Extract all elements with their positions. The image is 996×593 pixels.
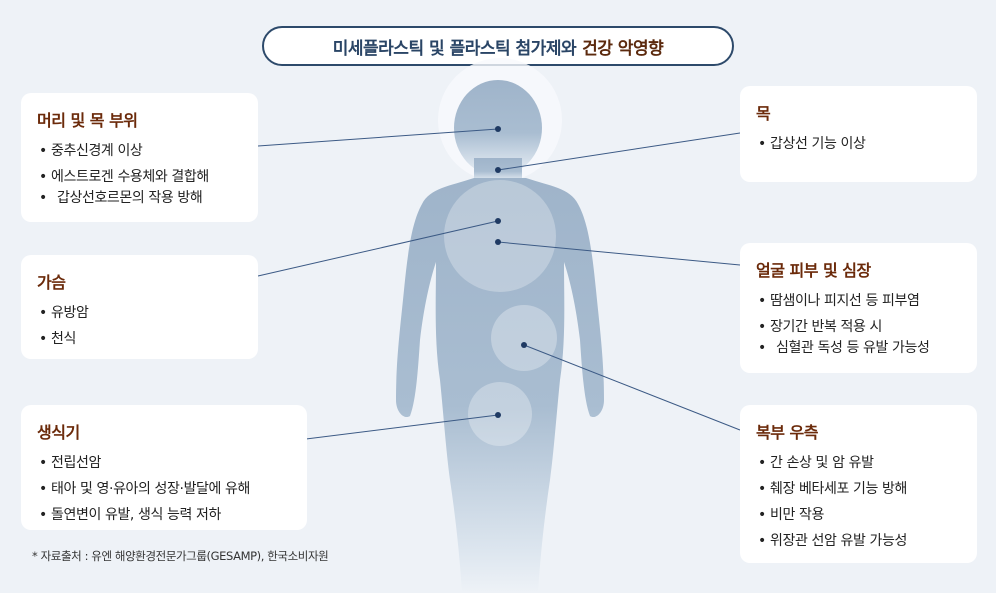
card-abdomen-right: 복부 우측 간 손상 및 암 유발 췌장 베타세포 기능 방해 비만 작용 위장… [740,405,977,563]
card-head-neck: 머리 및 목 부위 중추신경계 이상 에스트로겐 수용체와 결합해 갑상선호르몬… [21,93,258,222]
list-item: 에스트로겐 수용체와 결합해 [37,167,244,188]
line-neck [497,132,741,171]
list-item: 중추신경계 이상 [37,141,244,162]
list-item: 태아 및 영·유아의 성장·발달에 유해 [37,479,293,500]
list-item: 갑상선 기능 이상 [756,134,963,155]
list-item: 천식 [37,329,244,350]
list-item-continued: 심혈관 독성 등 유발 가능성 [756,338,963,359]
card-heading: 목 [756,104,771,123]
title-emphasis: 건강 악영향 [582,38,664,59]
dot-chest [495,218,501,224]
abdomen-highlight [491,305,557,371]
card-heading: 얼굴 피부 및 심장 [756,261,871,280]
card-heading: 생식기 [37,423,80,442]
card-heading: 가슴 [37,273,66,292]
card-chest: 가슴 유방암 천식 [21,255,258,359]
card-heading: 복부 우측 [756,423,818,442]
list-item: 돌연변이 유발, 생식 능력 저하 [37,505,293,526]
line-skin [497,241,741,266]
list-item: 비만 작용 [756,505,963,526]
list-item: 땀샘이나 피지선 등 피부염 [756,291,963,312]
list-item: 유방암 [37,303,244,324]
list-item: 위장관 선암 유발 가능성 [756,531,963,552]
card-neck: 목 갑상선 기능 이상 [740,86,977,182]
line-abdomen [523,344,741,431]
list-item: 간 손상 및 암 유발 [756,453,963,474]
title-main: 미세플라스틱 및 플라스틱 첨가제와 [332,38,577,59]
dot-abdomen [521,342,527,348]
list-item: 장기간 반복 적용 시 [756,317,963,338]
list-item: 췌장 베타세포 기능 방해 [756,479,963,500]
source-note: * 자료출처 : 유엔 해양환경전문가그룹(GESAMP), 한국소비자원 [32,549,329,563]
callout-dots [495,126,527,418]
list-item: 전립선암 [37,453,293,474]
dot-repro [495,412,501,418]
line-head [257,128,499,147]
chest-highlight [444,180,556,292]
card-reproductive: 생식기 전립선암 태아 및 영·유아의 성장·발달에 유해 돌연변이 유발, 생… [21,405,307,530]
dot-heart [495,239,501,245]
list-item-continued: 갑상선호르몬의 작용 방해 [37,188,244,209]
card-skin-heart: 얼굴 피부 및 심장 땀샘이나 피지선 등 피부염 장기간 반복 적용 시 심혈… [740,243,977,373]
dot-head [495,126,501,132]
line-chest [257,220,499,277]
dot-neck [495,167,501,173]
card-heading: 머리 및 목 부위 [37,111,138,130]
